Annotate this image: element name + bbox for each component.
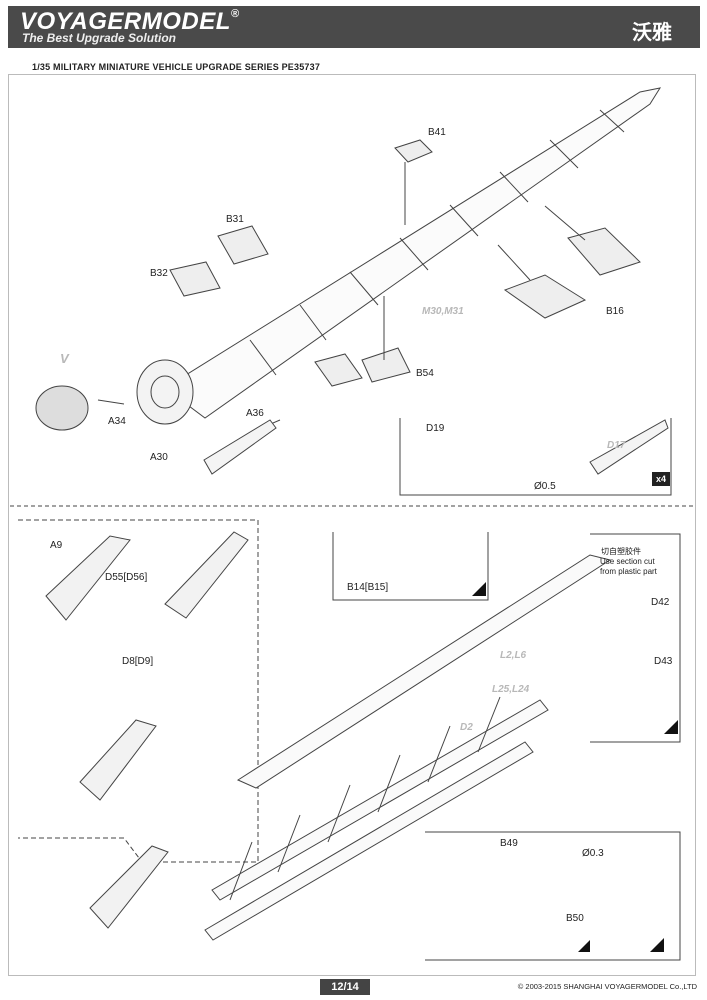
panel-b32 — [169, 261, 221, 297]
label-m30-m31: M30,M31 — [422, 306, 464, 317]
label-d19: D19 — [426, 423, 445, 434]
label-d17: D17 — [607, 440, 626, 451]
detail-box-d42 — [590, 533, 681, 743]
label-b54: B54 — [416, 368, 434, 379]
brand-tagline: The Best Upgrade Solution — [22, 31, 177, 45]
part-a30 — [203, 419, 277, 475]
panel-b54-a — [314, 353, 363, 387]
label-d55-d56: D55[D56] — [105, 572, 148, 583]
registered-mark: ® — [230, 8, 240, 20]
detail-box-b14 — [332, 532, 489, 601]
header-bar: VOYAGERMODEL® The Best Upgrade Solution … — [8, 6, 700, 48]
label-a30: A30 — [150, 452, 168, 463]
panel-b41 — [394, 139, 433, 163]
note-cut-english: Use section cut from plastic part — [600, 557, 657, 576]
label-b50: B50 — [566, 913, 584, 924]
part-d55 — [45, 535, 131, 621]
assembly-arrows — [97, 162, 586, 433]
label-b14-b15: B14[B15] — [347, 582, 389, 593]
chinese-brand: 沃雅 — [632, 20, 672, 44]
label-b49: B49 — [500, 838, 518, 849]
label-b31: B31 — [226, 214, 244, 225]
corner-marker-b14 — [472, 582, 486, 596]
quantity-badge-x4: x4 — [652, 472, 670, 486]
label-d8-d9: D8[D9] — [122, 656, 154, 667]
part-d17 — [589, 419, 669, 475]
page-number: 12/14 — [320, 979, 370, 995]
brand-name: VOYAGERMODEL — [20, 8, 231, 35]
part-v — [35, 385, 89, 431]
rail-rungs — [229, 696, 501, 901]
part-d55-assembled — [164, 531, 249, 619]
corner-marker-b49 — [650, 938, 664, 952]
rocket-segment-lines — [249, 109, 625, 376]
label-diameter-03: Ø0.3 — [582, 848, 604, 859]
detail-box-d19 — [399, 418, 672, 496]
corner-marker-b50 — [578, 940, 590, 952]
panel-b16-a — [567, 227, 641, 276]
label-d43: D43 — [654, 656, 673, 667]
label-l25-l24: L25,L24 — [492, 684, 530, 695]
label-a9: A9 — [50, 540, 63, 551]
label-diameter-05: Ø0.5 — [534, 481, 556, 492]
part-arm-frame — [89, 845, 169, 929]
label-l2-l6: L2,L6 — [500, 650, 527, 661]
label-b41: B41 — [428, 127, 446, 138]
instruction-frame — [8, 74, 696, 976]
brand-logo: VOYAGERMODEL® — [20, 8, 240, 36]
note-cut-chinese: 切自塑胶件 — [601, 547, 641, 556]
panel-b16-b — [503, 274, 587, 319]
detail-box-b49 — [425, 831, 681, 961]
corner-marker-d42 — [664, 720, 678, 734]
label-b32: B32 — [150, 268, 168, 279]
label-a36: A36 — [246, 408, 264, 419]
rocket-engine — [136, 359, 194, 425]
part-arm-lower — [79, 719, 157, 801]
label-d2: D2 — [460, 722, 473, 733]
panel-b54-b — [361, 347, 411, 383]
label-d42: D42 — [651, 597, 670, 608]
panel-b31 — [217, 225, 269, 265]
label-a34: A34 — [108, 416, 126, 427]
label-v: V — [60, 351, 69, 366]
detail-box-left — [18, 519, 259, 863]
rail-d2 — [211, 699, 549, 901]
label-b16: B16 — [606, 306, 624, 317]
copyright-text: © 2003-2015 SHANGHAI VOYAGERMODEL Co.,LT… — [517, 982, 697, 991]
series-title: 1/35 MILITARY MINIATURE VEHICLE UPGRADE … — [32, 62, 321, 72]
rail-l2 — [236, 554, 612, 789]
